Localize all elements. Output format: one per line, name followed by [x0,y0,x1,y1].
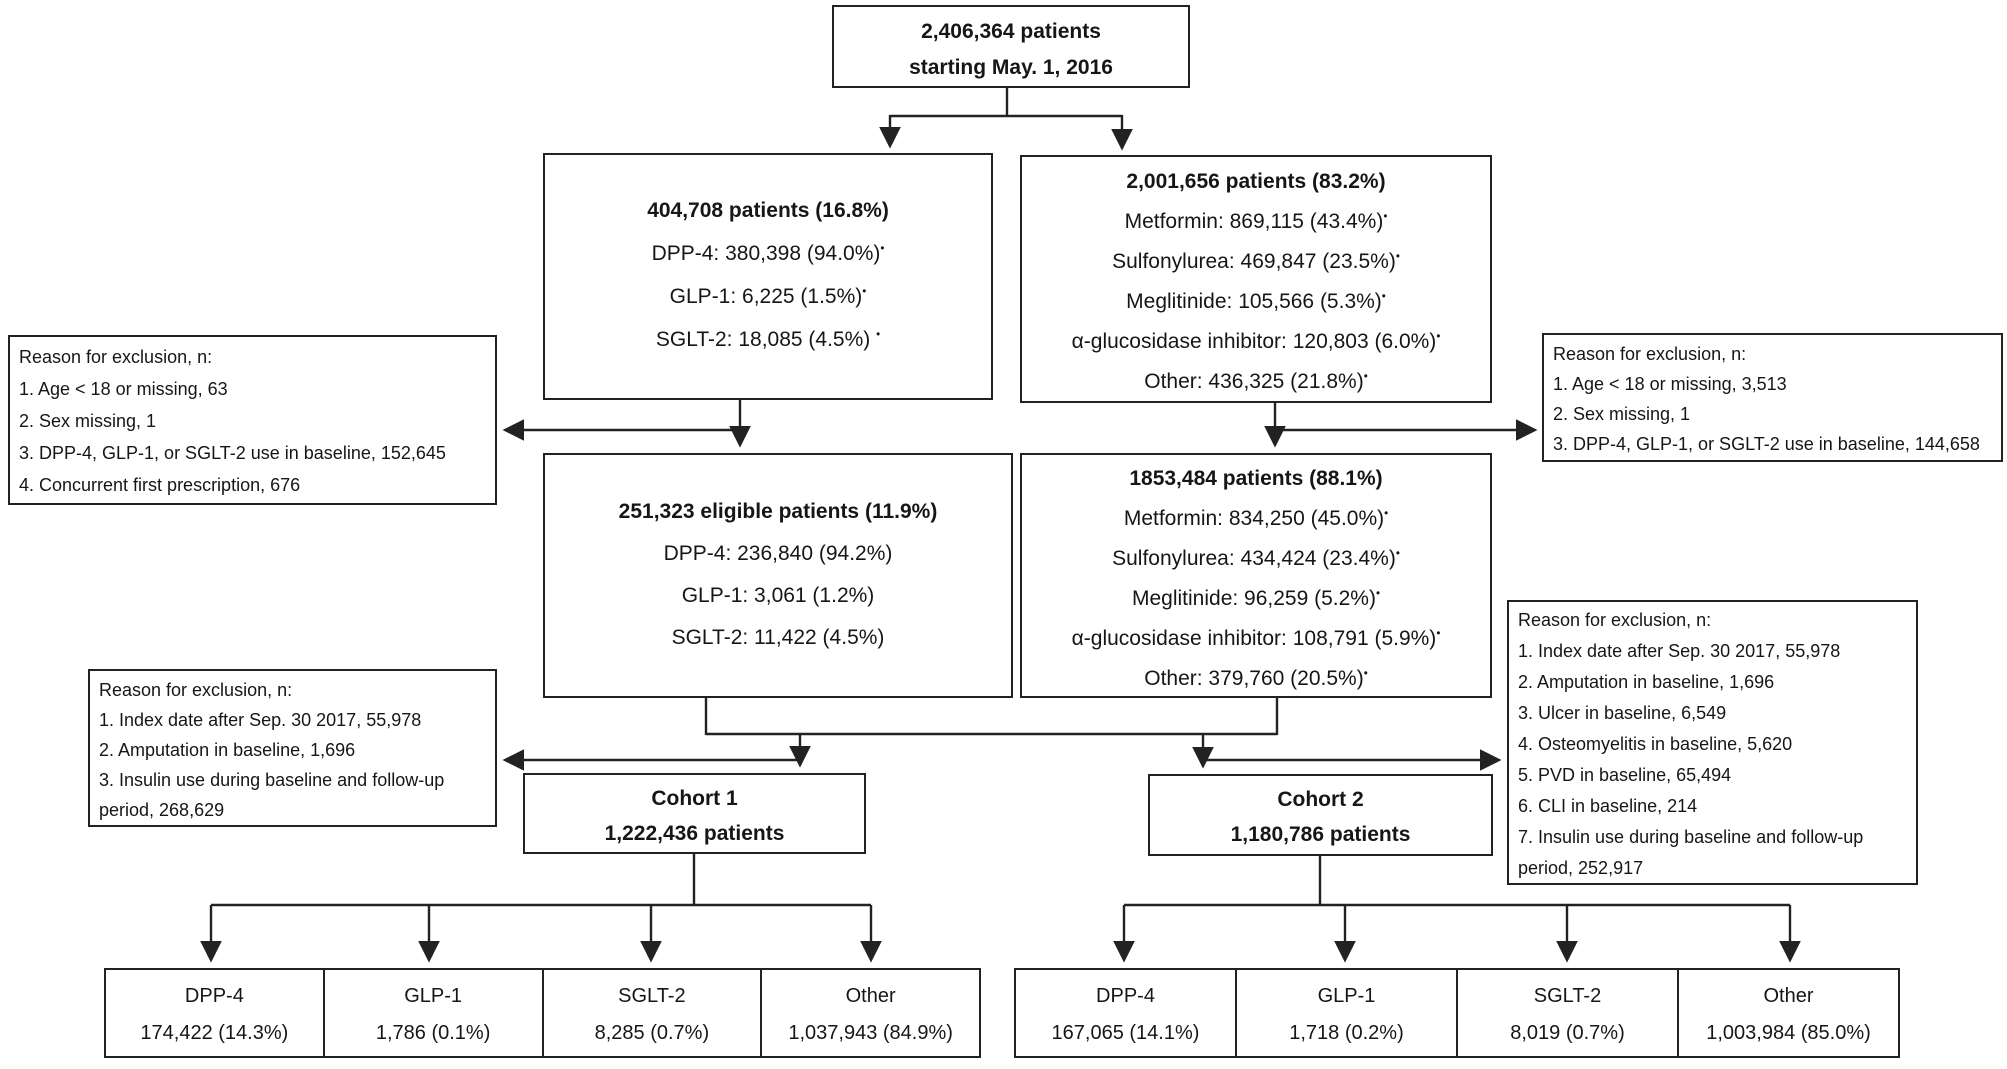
table-cell-other: Other 1,003,984 (85.0%) [1679,970,1898,1056]
box-title: 1853,484 patients (88.1%) [1129,467,1383,490]
footnote-dot: • [1383,211,1388,223]
cell-value: 1,718 (0.2%) [1289,1022,1404,1044]
cell-label: SGLT-2 [1533,985,1602,1007]
exclusion-item: 4. Concurrent first prescription, 676 [19,475,301,495]
drug-count-line: α-glucosidase inhibitor: 108,791 (5.9%)• [1071,627,1441,650]
cell-label: SGLT-2 [618,985,686,1007]
exclusion-item: 1. Index date after Sep. 30 2017, 55,978 [1518,641,1841,661]
cell-value: 8,285 (0.7%) [594,1022,710,1044]
drug-count-line: Other: 379,760 (20.5%)• [1144,667,1368,690]
exclusion-header: Reason for exclusion, n: [99,680,293,700]
exclusion-header: Reason for exclusion, n: [1518,610,1712,630]
start-date: starting May. 1, 2016 [909,56,1113,79]
drug-count-line: Sulfonylurea: 469,847 (23.5%)• [1112,250,1400,273]
exclusion-box-top-right: Reason for exclusion, n: 1. Age < 18 or … [1542,333,2003,462]
drug-count-line: DPP-4: 380,398 (94.0%)• [651,242,885,265]
cell-label: DPP-4 [184,985,244,1007]
exclusion-box-top-left: Reason for exclusion, n: 1. Age < 18 or … [8,335,497,505]
eligible-comparator-box: 1853,484 patients (88.1%) Metformin: 834… [1020,453,1492,698]
footnote-dot: • [880,243,885,255]
drug-count-line: Sulfonylurea: 434,424 (23.4%)• [1112,547,1400,570]
exclusion-box-bottom-left: Reason for exclusion, n: 1. Index date a… [88,669,497,827]
start-population-count: 2,406,364 patients [921,20,1101,43]
exclusion-item: 4. Osteomyelitis in baseline, 5,620 [1518,734,1793,754]
exclusion-item: 1. Age < 18 or missing, 63 [19,379,228,399]
footnote-dot: • [1384,508,1389,520]
exclusion-item: 2. Sex missing, 1 [19,411,157,431]
drug-count-line: GLP-1: 3,061 (1.2%) [681,584,875,607]
footnote-dot: • [1395,548,1400,560]
drug-count-line: Meglitinide: 105,566 (5.3%)• [1126,290,1386,313]
table-cell-dpp4: DPP-4 174,422 (14.3%) [106,970,325,1056]
drug-count-line: Meglitinide: 96,259 (5.2%)• [1131,587,1381,610]
box-title: 404,708 patients (16.8%) [647,199,889,222]
box-title: 2,001,656 patients (83.2%) [1126,170,1386,193]
exclusion-item: 1. Age < 18 or missing, 3,513 [1553,374,1787,394]
footnote-dot: • [1436,628,1441,640]
footnote-dot: • [1381,291,1386,303]
exclusion-item: 2. Sex missing, 1 [1553,404,1691,424]
cohort-title: Cohort 2 [1277,788,1364,811]
cell-label: GLP-1 [404,985,463,1007]
table-cell-glp1: GLP-1 1,786 (0.1%) [325,970,544,1056]
exclusion-box-bottom-right: Reason for exclusion, n: 1. Index date a… [1507,600,1918,885]
footnote-dot: • [1436,331,1441,343]
cohort2-drug-table: DPP-4 167,065 (14.1%) GLP-1 1,718 (0.2%)… [1014,968,1900,1058]
exclusion-item: 5. PVD in baseline, 65,494 [1518,765,1732,785]
cohort1-box: Cohort 1 1,222,436 patients [523,773,866,854]
cohort1-drug-table: DPP-4 174,422 (14.3%) GLP-1 1,786 (0.1%)… [104,968,981,1058]
drug-count-line: Other: 436,325 (21.8%)• [1144,370,1368,393]
footnote-dot: • [1375,588,1381,600]
exclusion-item: 3. DPP-4, GLP-1, or SGLT-2 use in baseli… [19,443,446,463]
eligible-study-drug-box: 251,323 eligible patients (11.9%) DPP-4:… [543,453,1013,698]
study-drug-initiators-box: 404,708 patients (16.8%) DPP-4: 380,398 … [543,153,993,400]
exclusion-item: 6. CLI in baseline, 214 [1518,796,1698,816]
cohort-count: 1,222,436 patients [604,822,785,845]
cell-value: 174,422 (14.3%) [140,1022,289,1044]
drug-count-line: α-glucosidase inhibitor: 120,803 (6.0%)• [1071,330,1441,353]
exclusion-item: 1. Index date after Sep. 30 2017, 55,978 [99,710,422,730]
cell-value: 8,019 (0.7%) [1510,1022,1625,1044]
comparator-initiators-box: 2,001,656 patients (83.2%) Metformin: 86… [1020,155,1492,403]
cell-label: GLP-1 [1317,985,1376,1007]
cell-label: Other [1763,985,1814,1007]
cell-label: Other [845,985,896,1007]
footnote-dot: • [1395,251,1400,263]
start-population-box: 2,406,364 patients starting May. 1, 2016 [832,5,1190,88]
exclusion-item: 2. Amputation in baseline, 1,696 [1518,672,1775,692]
footnote-dot: • [862,286,867,298]
exclusion-item: 7. Insulin use during baseline and follo… [1518,827,1864,878]
cell-value: 1,003,984 (85.0%) [1706,1022,1871,1044]
drug-count-line: SGLT-2: 18,085 (4.5%) • [655,328,881,351]
cell-value: 1,786 (0.1%) [375,1022,491,1044]
cell-value: 167,065 (14.1%) [1051,1022,1200,1044]
table-cell-dpp4: DPP-4 167,065 (14.1%) [1016,970,1237,1056]
cohort-title: Cohort 1 [651,787,738,810]
cohort2-box: Cohort 2 1,180,786 patients [1148,774,1493,856]
cell-label: DPP-4 [1096,985,1155,1007]
table-cell-sglt2: SGLT-2 8,019 (0.7%) [1458,970,1679,1056]
exclusion-item: 3. DPP-4, GLP-1, or SGLT-2 use in baseli… [1553,434,1980,454]
drug-count-line: SGLT-2: 11,422 (4.5%) [671,626,885,649]
box-title: 251,323 eligible patients (11.9%) [618,500,938,523]
table-cell-sglt2: SGLT-2 8,285 (0.7%) [544,970,763,1056]
exclusion-item: 3. Ulcer in baseline, 6,549 [1518,703,1727,723]
exclusion-header: Reason for exclusion, n: [1553,344,1747,364]
drug-count-line: DPP-4: 236,840 (94.2%) [663,542,893,565]
drug-count-line: GLP-1: 6,225 (1.5%)• [669,285,867,308]
exclusion-item: 2. Amputation in baseline, 1,696 [99,740,356,760]
footnote-dot: • [1363,668,1368,680]
drug-count-line: Metformin: 869,115 (43.4%)• [1124,210,1388,233]
exclusion-item: 3. Insulin use during baseline and follo… [99,770,445,820]
cell-value: 1,037,943 (84.9%) [788,1022,953,1044]
table-cell-other: Other 1,037,943 (84.9%) [762,970,979,1056]
footnote-dot: • [1363,371,1368,383]
cohort-count: 1,180,786 patients [1230,823,1411,846]
exclusion-header: Reason for exclusion, n: [19,347,213,367]
table-cell-glp1: GLP-1 1,718 (0.2%) [1237,970,1458,1056]
footnote-dot: • [876,329,881,341]
drug-count-line: Metformin: 834,250 (45.0%)• [1123,507,1389,530]
